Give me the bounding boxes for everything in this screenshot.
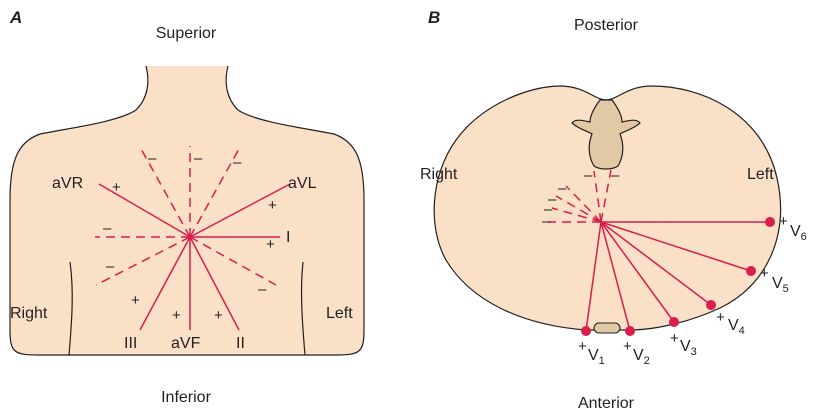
v2-subscript: 2 — [644, 355, 650, 367]
minus-sign-ii: – — [148, 150, 157, 167]
lead-label-v5: + V5 — [760, 265, 789, 295]
electrode-v3 — [669, 317, 679, 327]
torso-silhouette — [10, 66, 364, 355]
plus-sign-v6: + — [779, 213, 788, 230]
lead-label-avf: aVF — [171, 335, 201, 352]
panel-b-left-label: Left — [747, 166, 774, 183]
v6-base: V — [790, 223, 801, 240]
v6-subscript: 6 — [801, 231, 807, 243]
panel-a-superior-label: Superior — [156, 25, 217, 42]
plus-sign-v3: + — [670, 330, 679, 347]
v4-subscript: 4 — [739, 325, 745, 337]
plus-sign-v4: + — [716, 309, 725, 326]
panel-b-letter: B — [428, 8, 440, 27]
minus-sign-avl: – — [106, 258, 115, 275]
v5-subscript: 5 — [783, 283, 789, 295]
minus-sign-v6: – — [542, 213, 551, 230]
panel-b: B Posterior Anterior – – – – – – — [420, 8, 807, 412]
lead-label-i: I — [286, 229, 290, 246]
plus-sign-v1: + — [578, 338, 587, 355]
plus-sign-v5: + — [760, 265, 769, 282]
plus-sign-ii: + — [214, 307, 223, 324]
v5-text: V5 — [772, 275, 789, 295]
plus-sign-avf: + — [172, 307, 181, 324]
v6-text: V6 — [790, 223, 807, 243]
minus-sign-i: – — [103, 220, 112, 237]
v2-base: V — [633, 347, 644, 364]
v1-base: V — [588, 347, 599, 364]
v5-base: V — [772, 275, 783, 292]
minus-sign-avr: – — [258, 281, 267, 298]
electrode-v6 — [765, 217, 775, 227]
lead-label-v4: + V4 — [716, 309, 745, 337]
panel-b-posterior-label: Posterior — [574, 17, 639, 34]
electrode-v2 — [625, 326, 635, 336]
panel-a: A Superior Inferior aVR aVL I II III aVF… — [9, 8, 364, 406]
plus-sign-iii: + — [131, 292, 140, 309]
lead-label-v6: + V6 — [779, 213, 807, 243]
plus-sign-i: + — [266, 236, 275, 253]
v4-base: V — [728, 317, 739, 334]
minus-sign-iii: – — [233, 154, 242, 171]
plus-sign-avl: + — [268, 197, 277, 214]
v4-text: V4 — [728, 317, 745, 337]
lead-label-iii: III — [124, 335, 137, 352]
electrode-v4 — [706, 300, 716, 310]
electrode-v5 — [746, 266, 756, 276]
lead-label-avr: aVR — [52, 175, 83, 192]
lead-label-avl: aVL — [288, 175, 317, 192]
v1-subscript: 1 — [599, 355, 605, 367]
panel-a-right-label: Right — [10, 305, 48, 322]
lead-label-ii: II — [236, 335, 245, 352]
minus-sign-v3: – — [558, 180, 567, 197]
sternum — [594, 323, 620, 333]
lead-label-v3: + V3 — [670, 330, 697, 358]
minus-sign-avf: – — [194, 150, 203, 167]
v3-text: V3 — [680, 338, 697, 358]
v3-base: V — [680, 338, 691, 355]
panel-a-letter: A — [9, 8, 22, 27]
lead-label-v1: + V1 — [578, 338, 605, 367]
plus-sign-avr: + — [112, 179, 121, 196]
v2-text: V2 — [633, 347, 650, 367]
v3-subscript: 3 — [691, 346, 697, 358]
plus-sign-v2: + — [623, 338, 632, 355]
panel-a-left-label: Left — [326, 305, 353, 322]
panel-a-inferior-label: Inferior — [161, 389, 211, 406]
panel-b-anterior-label: Anterior — [578, 395, 635, 412]
minus-sign-v2: – — [611, 167, 620, 184]
v1-text: V1 — [588, 347, 605, 367]
lead-label-v2: + V2 — [623, 338, 650, 367]
minus-sign-v1: – — [584, 167, 593, 184]
electrode-v1 — [581, 326, 591, 336]
panel-b-right-label: Right — [420, 166, 458, 183]
